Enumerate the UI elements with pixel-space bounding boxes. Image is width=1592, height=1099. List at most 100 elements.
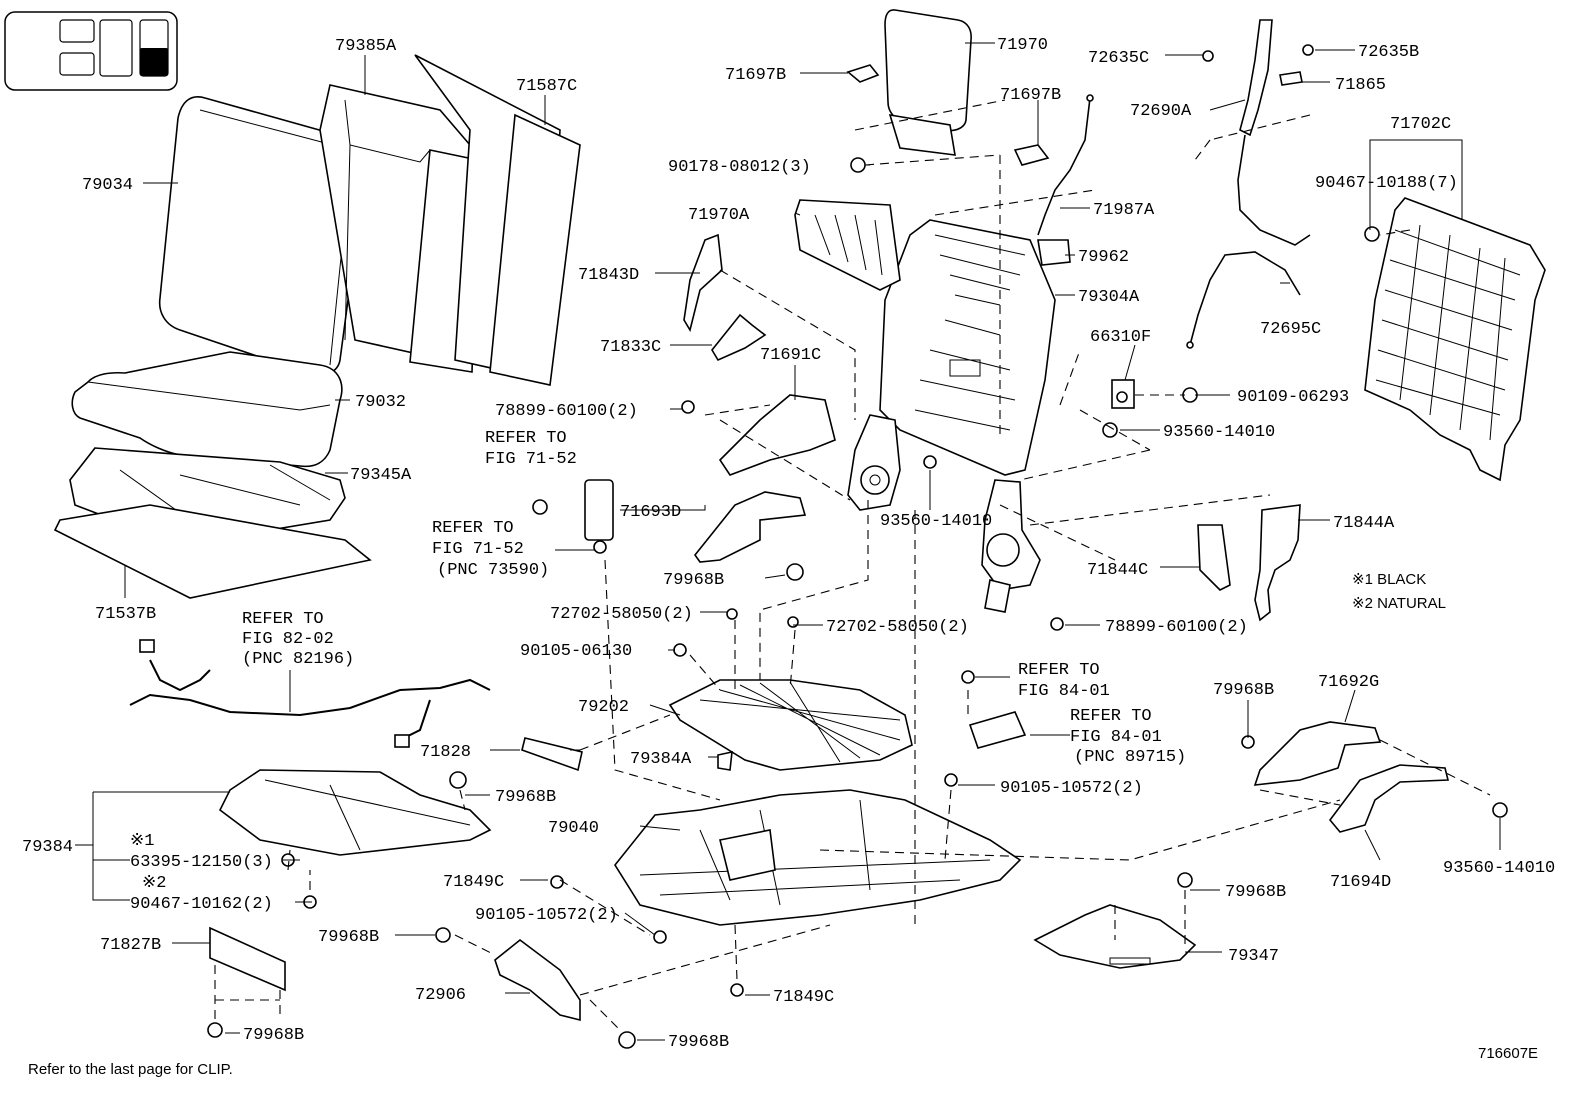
label-79968B-d: 79968B xyxy=(668,1033,729,1052)
label-71691C: 71691C xyxy=(760,346,821,365)
seat-cushion-79032 xyxy=(71,351,343,468)
label-71970A: 71970A xyxy=(688,206,750,225)
label-71833C: 71833C xyxy=(600,338,661,357)
leader-lines xyxy=(75,42,1501,1041)
label-90105-10572-a: 90105-10572(2) xyxy=(475,906,618,925)
label-71844A: 71844A xyxy=(1333,514,1395,533)
label-71865: 71865 xyxy=(1335,76,1386,95)
label-63395-12150: 63395-12150(3) xyxy=(130,853,273,872)
cover-71828 xyxy=(521,737,583,772)
legend-natural: ※2 NATURAL xyxy=(1352,595,1446,612)
label-79345A: 79345A xyxy=(350,466,412,485)
cover-72906 xyxy=(494,938,581,1022)
label-90467-10162: 90467-10162(2) xyxy=(130,895,273,914)
label-71849C-b: 71849C xyxy=(773,988,834,1007)
label-93560-14010-c: 93560-14010 xyxy=(1443,859,1555,878)
label-71692G: 71692G xyxy=(1318,673,1379,692)
label-71694D: 71694D xyxy=(1330,873,1391,892)
figure-code: 716607E xyxy=(1478,1045,1538,1062)
label-79968B-b: 79968B xyxy=(318,928,379,947)
label-78899-60100-b: 78899-60100(2) xyxy=(1105,618,1248,637)
nut-90178-icon xyxy=(850,157,866,173)
seat-cushion-sheet-71537B xyxy=(53,504,372,599)
label-79968B-f: 79968B xyxy=(1213,681,1274,700)
label-71843D: 71843D xyxy=(578,266,639,285)
cover-71844A xyxy=(1254,504,1301,622)
refer-to-84-b-line2: FIG 84-01 xyxy=(1070,728,1162,747)
label-79962: 79962 xyxy=(1078,248,1129,267)
hinge-71697B xyxy=(846,64,1050,166)
refer-to-71-52b-line2: FIG 71-52 xyxy=(432,540,524,559)
refer-to-71-52b-line1: REFER TO xyxy=(432,519,514,538)
label-72695C: 72695C xyxy=(1260,320,1321,339)
label-78899-60100-a: 78899-60100(2) xyxy=(495,402,638,421)
cable-71987A xyxy=(1037,94,1094,236)
cover-79962 xyxy=(1037,239,1071,266)
box-89715 xyxy=(968,711,1027,749)
label-79202: 79202 xyxy=(578,698,629,717)
cover-71833C xyxy=(711,313,767,362)
seatback-frame-79304A xyxy=(879,219,1056,476)
part-labels: 79385A 71587C 79034 79032 79345A 71537B … xyxy=(22,36,1555,1052)
highlighted-seat-icon xyxy=(140,48,168,76)
label-71702C: 71702C xyxy=(1390,115,1451,134)
label-79968B-c: 79968B xyxy=(243,1026,304,1045)
cover-71692G xyxy=(1253,721,1382,786)
refer-to-84-b-line3: (PNC 89715) xyxy=(1074,748,1186,767)
refer-to-71-52b-line3: (PNC 73590) xyxy=(437,561,549,580)
label-90109-06293: 90109-06293 xyxy=(1237,388,1349,407)
fasteners xyxy=(207,44,1508,1049)
label-71849C-a: 71849C xyxy=(443,873,504,892)
cover-71827B xyxy=(209,926,286,992)
label-79034: 79034 xyxy=(82,176,133,195)
label-72635C: 72635C xyxy=(1088,49,1149,68)
label-79968B-g: 79968B xyxy=(1225,883,1286,902)
recliner-right xyxy=(981,479,1041,613)
label-71587C: 71587C xyxy=(516,77,577,96)
label-71697B-a: 71697B xyxy=(725,66,786,85)
label-79347: 79347 xyxy=(1228,947,1279,966)
label-72702-58050-b: 72702-58050(2) xyxy=(826,618,969,637)
seat-frame-79040 xyxy=(614,789,1022,926)
refer-to-71-52a-line2: FIG 71-52 xyxy=(485,450,577,469)
cover-71843D xyxy=(683,233,723,333)
refer-to-71-52a-line1: REFER TO xyxy=(485,429,567,448)
label-79385A: 79385A xyxy=(335,37,397,56)
seatback-sheet-71587C xyxy=(414,54,581,386)
seat-frame-79202 xyxy=(668,679,913,771)
cover-71693D xyxy=(693,491,807,563)
label-79968B-e: 79968B xyxy=(663,571,724,590)
refer-to-84-a-line2: FIG 84-01 xyxy=(1018,682,1110,701)
label-93560-14010-b: 93560-14010 xyxy=(1163,423,1275,442)
headrest-71970 xyxy=(884,9,972,156)
footer-note: Refer to the last page for CLIP. xyxy=(28,1061,233,1078)
cover-71844C xyxy=(1197,524,1231,591)
refer-to-84-b-line1: REFER TO xyxy=(1070,707,1152,726)
label-90178-08012: 90178-08012(3) xyxy=(668,158,811,177)
refer-to-82-line1: REFER TO xyxy=(242,610,324,629)
label-93560-14010-a: 93560-14010 xyxy=(880,512,992,531)
cable-72695C xyxy=(1186,251,1301,349)
label-72635B: 72635B xyxy=(1358,43,1419,62)
label-71693D: 71693D xyxy=(620,503,681,522)
label-79040: 79040 xyxy=(548,819,599,838)
label-79968B-a: 79968B xyxy=(495,788,556,807)
label-90467-10188: 90467-10188(7) xyxy=(1315,174,1458,193)
buckle-73590 xyxy=(584,479,614,554)
label-71697B-b: 71697B xyxy=(1000,86,1061,105)
cover-71691C xyxy=(718,394,836,476)
label-79304A: 79304A xyxy=(1078,288,1140,307)
label-71827B: 71827B xyxy=(100,936,161,955)
label-72906: 72906 xyxy=(415,986,466,1005)
label-72702-58050-a: 72702-58050(2) xyxy=(550,605,693,624)
label-79032: 79032 xyxy=(355,393,406,412)
label-90105-10572-b: 90105-10572(2) xyxy=(1000,779,1143,798)
label-72690A: 72690A xyxy=(1130,102,1192,121)
lever-72690A xyxy=(1237,19,1311,246)
harness-82196 xyxy=(129,639,491,748)
seat-layout-icon xyxy=(4,11,178,91)
refer-to-82-line2: FIG 82-02 xyxy=(242,630,334,649)
label-71987A: 71987A xyxy=(1093,201,1155,220)
back-board-71702C xyxy=(1364,197,1546,482)
